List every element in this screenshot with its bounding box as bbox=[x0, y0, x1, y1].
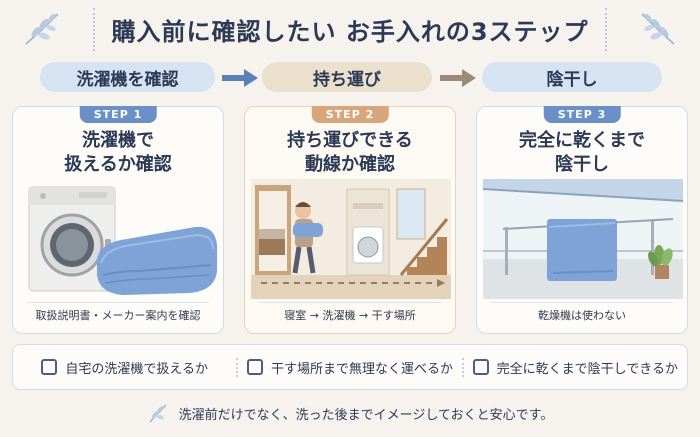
checkbox[interactable] bbox=[472, 359, 489, 375]
checklist: 自宅の洗濯機で扱えるか 干す場所まで無理なく運べるか 完全に乾くまで陰干しできる… bbox=[12, 344, 688, 390]
carrying-route-illustration bbox=[251, 179, 451, 299]
step-badge: STEP 2 bbox=[311, 106, 389, 123]
step-pill-carry: 持ち運び bbox=[262, 62, 432, 92]
step-heading: 持ち運びできる 動線か確認 bbox=[245, 129, 455, 177]
footer-note: 洗濯前だけでなく、洗った後までイメージしておくと安心です。 bbox=[0, 398, 700, 428]
step-heading: 完全に乾くまで 陰干し bbox=[477, 129, 687, 177]
step-heading-line2: 陰干し bbox=[555, 154, 609, 175]
step-caption: 寝室 → 洗濯機 → 干す場所 bbox=[284, 309, 416, 322]
page-title: 購入前に確認したい お手入れの3ステップ bbox=[93, 7, 607, 51]
leaf-decoration-icon bbox=[641, 13, 675, 45]
checklist-item[interactable]: 干す場所まで無理なく運べるか bbox=[236, 357, 461, 377]
footer-text: 洗濯前だけでなく、洗った後までイメージしておくと安心です。 bbox=[178, 407, 554, 423]
step-card-2: STEP 2 持ち運びできる 動線か確認 寝室 → 洗濯機 → 干す場所 bbox=[244, 106, 456, 334]
arrow-right-icon bbox=[440, 69, 476, 87]
step-heading-line2: 扱えるか確認 bbox=[64, 154, 172, 175]
checklist-item[interactable]: 完全に乾くまで陰干しできるか bbox=[461, 357, 687, 377]
shade-drying-illustration bbox=[483, 179, 683, 299]
step-heading-line1: 完全に乾くまで bbox=[519, 130, 645, 151]
divider bbox=[491, 302, 673, 303]
step-heading-line1: 持ち運びできる bbox=[287, 130, 413, 151]
leaf-decoration-icon bbox=[149, 404, 167, 423]
step-card-1: STEP 1 洗濯機で 扱えるか確認 取扱説明書・メーカー案内を確認 bbox=[12, 106, 224, 334]
checklist-label: 自宅の洗濯機で扱えるか bbox=[65, 361, 208, 377]
leaf-decoration-icon bbox=[25, 13, 59, 45]
checklist-label: 完全に乾くまで陰干しできるか bbox=[496, 361, 678, 377]
step-heading-line1: 洗濯機で bbox=[82, 130, 154, 151]
checklist-item[interactable]: 自宅の洗濯機で扱えるか bbox=[13, 358, 236, 377]
step-badge: STEP 1 bbox=[79, 106, 157, 123]
step-flow-bar: 洗濯機を確認 持ち運び 陰干し bbox=[0, 62, 700, 94]
step-badge: STEP 3 bbox=[543, 106, 621, 123]
step-caption: 乾燥機は使わない bbox=[538, 309, 626, 322]
step-heading: 洗濯機で 扱えるか確認 bbox=[13, 129, 223, 177]
title-area: 購入前に確認したい お手入れの3ステップ bbox=[0, 7, 700, 51]
checklist-label: 干す場所まで無理なく運べるか bbox=[270, 361, 453, 377]
step-heading-line2: 動線か確認 bbox=[305, 154, 395, 175]
washing-machine-illustration bbox=[28, 186, 217, 295]
step-pill-washer: 洗濯機を確認 bbox=[40, 62, 215, 92]
step-card-3: STEP 3 完全に乾くまで 陰干し 乾燥機は使わない bbox=[476, 106, 688, 334]
arrow-right-icon bbox=[222, 69, 258, 87]
divider bbox=[259, 302, 441, 303]
divider bbox=[27, 302, 209, 303]
step-pill-shade-dry: 陰干し bbox=[482, 62, 662, 92]
checkbox[interactable] bbox=[246, 359, 263, 375]
step-caption: 取扱説明書・メーカー案内を確認 bbox=[35, 309, 201, 322]
checkbox[interactable] bbox=[41, 359, 58, 375]
